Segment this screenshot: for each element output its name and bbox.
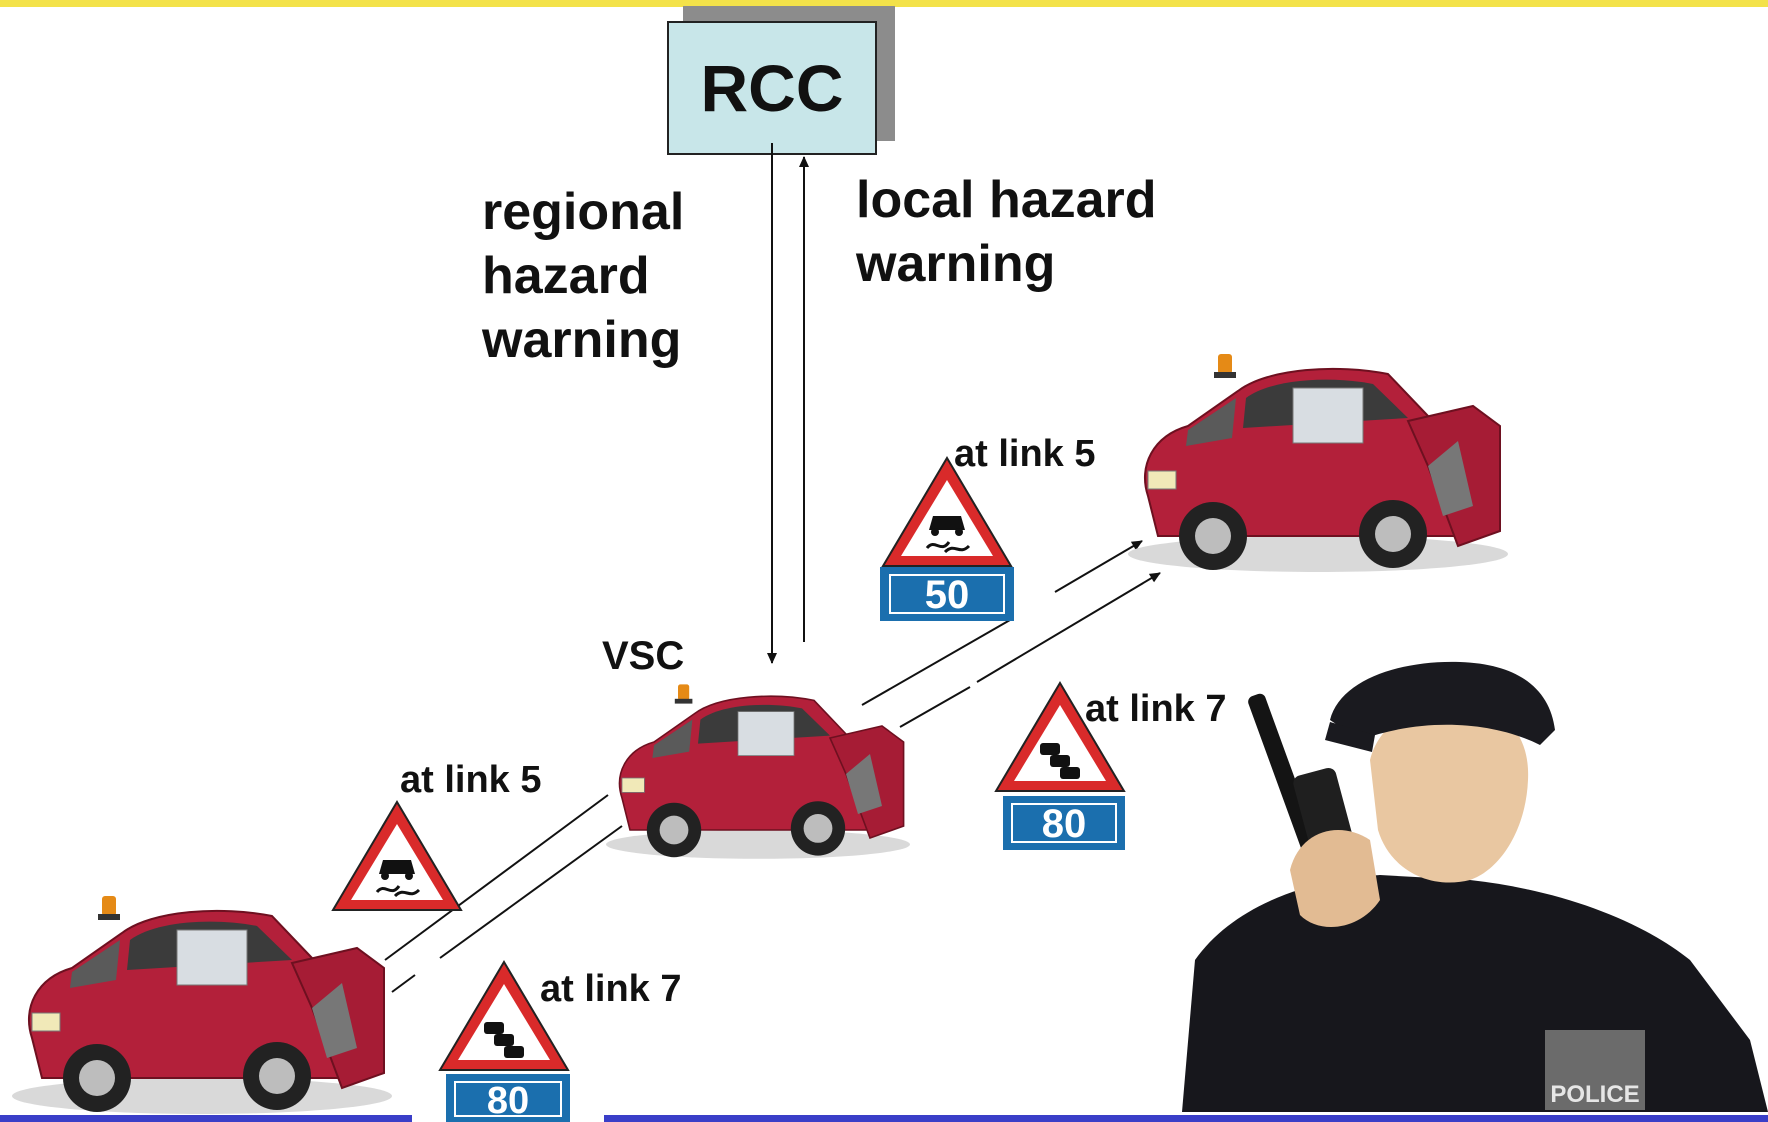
annotation-right-link7: at link 7 (1085, 688, 1227, 730)
annotation-right-link5: at link 5 (954, 433, 1096, 475)
link-line-left-a (384, 794, 609, 961)
top-accent-bar (0, 0, 1768, 7)
link-line-right-a (861, 619, 1011, 706)
link-line-right-b (1054, 540, 1143, 593)
bottom-accent-bar-right (604, 1115, 1768, 1122)
rcc-label: RCC (700, 51, 844, 125)
speed-value-80-right: 80 (1042, 802, 1087, 846)
link-line-left-c (439, 825, 623, 959)
regional-line-2: hazard (482, 247, 650, 305)
regional-line-1: regional (482, 183, 685, 241)
regional-warning-label: regional hazard warning (482, 180, 684, 372)
local-line-1: local hazard (856, 171, 1157, 229)
bottom-accent-bar-left (0, 1115, 412, 1122)
rcc-box: RCC (667, 21, 877, 155)
speed-value-50: 50 (925, 573, 970, 617)
police-badge-text: POLICE (1550, 1081, 1639, 1108)
annotation-left-link7: at link 7 (540, 968, 682, 1010)
link-line-right-d (976, 572, 1161, 683)
link-line-left-b (391, 974, 416, 993)
annotation-left-link5: at link 5 (400, 759, 542, 801)
speed-value-80-left: 80 (487, 1080, 529, 1122)
link-line-right-c (899, 686, 971, 728)
local-line-2: warning (856, 235, 1056, 293)
regional-line-3: warning (482, 311, 682, 369)
vsc-label: VSC (602, 634, 685, 678)
local-warning-label: local hazard warning (856, 168, 1157, 296)
